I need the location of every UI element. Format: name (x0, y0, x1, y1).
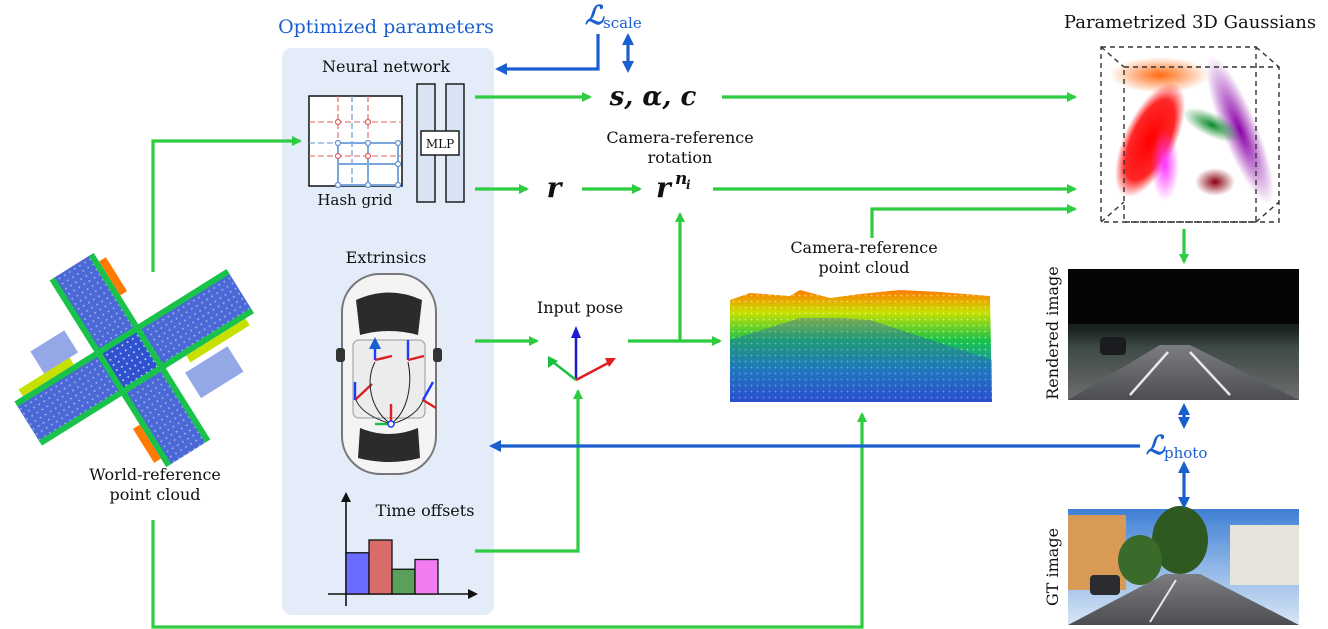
time-offset-bar-2 (368, 539, 393, 595)
loss-photo: ℒ photo (1146, 431, 1207, 462)
rendered-image-label: Rendered image (1043, 266, 1062, 400)
time-offset-bar-1 (345, 552, 370, 595)
gaussians-title: Parametrized 3D Gaussians (1064, 12, 1316, 33)
world-reference-label-1: World-reference (89, 465, 221, 484)
camera-ref-rotation-label-1: Camera-reference (606, 128, 753, 147)
rendered-image (1068, 269, 1299, 400)
car-top-view-icon (336, 273, 442, 475)
flow-arrows (151, 92, 1189, 629)
hash-grid-icon (308, 95, 403, 189)
neural-network-label: Neural network (322, 57, 450, 76)
loss-photo-symbol: ℒ (1146, 431, 1166, 461)
r-ni-symbol: r n i (656, 169, 691, 204)
gt-image (1068, 506, 1299, 625)
mlp-label: MLP (426, 137, 454, 151)
input-pose-label: Input pose (537, 298, 623, 317)
time-offsets-label: Time offsets (376, 501, 475, 520)
r-ni-base: r (656, 171, 673, 204)
gaussians-cube (1100, 46, 1280, 223)
camera-ref-rotation-label-2: rotation (648, 148, 713, 167)
loss-scale-symbol: ℒ (585, 1, 605, 31)
optimized-parameters-title: Optimized parameters (278, 16, 494, 38)
mlp-block: MLP (416, 83, 465, 203)
camera-ref-pc-label-1: Camera-reference (790, 238, 937, 257)
loss-scale: ℒ scale (585, 1, 642, 32)
time-offset-bar-4 (414, 558, 439, 595)
extrinsics-label: Extrinsics (346, 248, 427, 267)
r-ni-superscript: n (675, 169, 687, 189)
loss-photo-subscript: photo (1164, 444, 1207, 462)
world-point-cloud-image (14, 252, 255, 468)
input-pose-axes-icon (548, 326, 616, 382)
world-reference-label-2: point cloud (109, 485, 200, 504)
hash-grid-label: Hash grid (317, 191, 393, 209)
s-alpha-c-symbol: s, α, c (609, 82, 697, 112)
camera-point-cloud-image (730, 290, 992, 402)
time-offsets-chart (328, 492, 478, 606)
r-symbol: r (547, 171, 564, 204)
r-ni-subscript: i (686, 178, 691, 192)
time-offset-bar-3 (391, 568, 416, 595)
gt-image-label: GT image (1043, 528, 1062, 606)
loss-arrows (489, 33, 1190, 509)
camera-ref-pc-label-2: point cloud (818, 258, 909, 277)
loss-scale-subscript: scale (603, 14, 642, 32)
